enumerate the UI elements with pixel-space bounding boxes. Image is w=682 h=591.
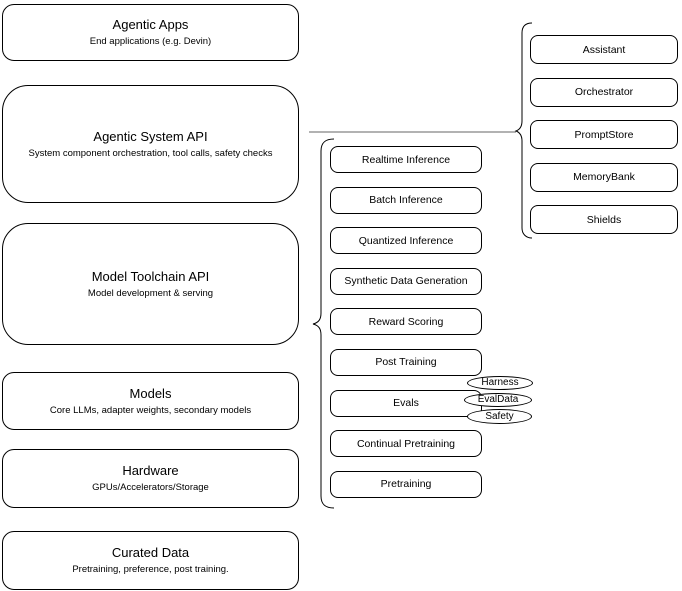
service-box-continual-pretraining: Continual Pretraining [330,430,482,458]
layer-subtitle: GPUs/Accelerators/Storage [92,482,209,493]
service-box-synthetic-data-generation: Synthetic Data Generation [330,267,482,295]
service-box-reward-scoring: Reward Scoring [330,308,482,336]
component-box-assistant: Assistant [530,35,678,64]
layer-curated-data: Curated Data Pretraining, preference, po… [2,531,299,590]
service-box-evals: Evals [330,389,482,417]
layer-title: Model Toolchain API [91,268,210,284]
evals-tag-harness: Harness [467,376,533,390]
component-box-orchestrator: Orchestrator [530,77,678,107]
layer-subtitle: Model development & serving [87,287,214,299]
layer-title: Agentic Apps [112,17,189,32]
component-box-promptstore: PromptStore [530,120,678,149]
layer-title: Curated Data [111,545,190,560]
layer-model-toolchain-api: Model Toolchain API Model development & … [2,223,299,345]
component-box-memorybank: MemoryBank [530,162,678,192]
layer-subtitle: Core LLMs, adapter weights, secondary mo… [49,404,252,416]
layer-subtitle: Pretraining, preference, post training. [72,564,229,575]
layer-subtitle: End applications (e.g. Devin) [89,36,212,47]
service-box-realtime-inference: Realtime Inference [330,146,482,173]
service-box-pretraining: Pretraining [330,470,482,498]
layer-title: Hardware [122,463,179,478]
service-box-post-training: Post Training [330,348,482,376]
evals-tag-evaldata: EvalData [464,393,532,407]
layer-title: Models [129,385,172,401]
layer-subtitle: System component orchestration, tool cal… [28,147,273,159]
layer-title: Agentic System API [93,128,208,144]
service-box-batch-inference: Batch Inference [330,186,482,214]
service-box-quantized-inference: Quantized Inference [330,227,482,255]
layer-agentic-apps: Agentic Apps End applications (e.g. Devi… [2,4,299,61]
toolchain-services-column: Realtime Inference Batch Inference Quant… [330,146,482,498]
component-box-shields: Shields [530,205,678,234]
layer-models: Models Core LLMs, adapter weights, secon… [2,372,299,430]
layer-hardware: Hardware GPUs/Accelerators/Storage [2,449,299,508]
layer-agentic-system-api: Agentic System API System component orch… [2,85,299,203]
evals-tag-safety: Safety [467,409,532,424]
system-components-column: Assistant Orchestrator PromptStore Memor… [530,35,678,234]
